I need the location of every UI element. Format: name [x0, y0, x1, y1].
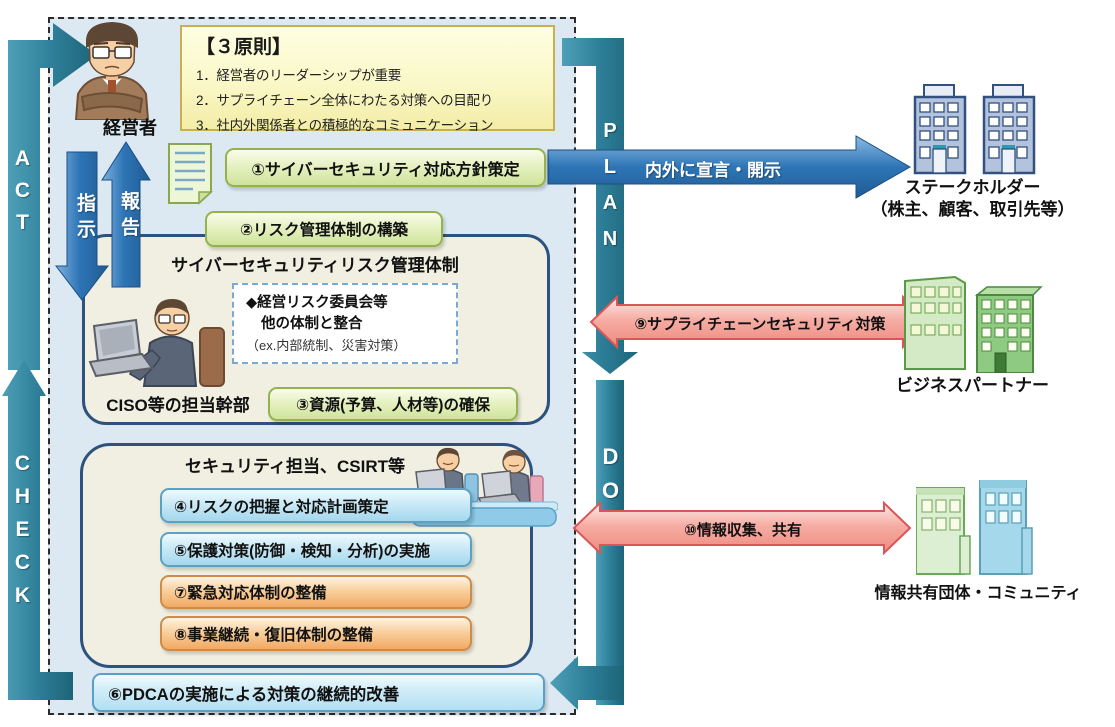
check-label: CHECK [11, 452, 34, 617]
partner-label: ビジネスパートナー [896, 376, 1049, 395]
csirt-title: セキュリティ担当、CSIRT等 [185, 457, 405, 476]
step4-box: ④リスクの把握と対応計画策定 [160, 488, 472, 523]
step8-label: ⑧事業継続・復旧体制の整備 [174, 626, 374, 644]
step6-box: ⑥PDCAの実施による対策の継続的改善 [92, 673, 545, 712]
step7-box: ⑦緊急対応体制の整備 [160, 575, 472, 609]
ciso-figure [88, 298, 225, 387]
do-label: DO [598, 444, 623, 512]
risk-mgmt-title: サイバーセキュリティリスク管理体制 [171, 256, 459, 275]
three-principles-box: 【３原則】 1．経営者のリーダーシップが重要 2．サプライチェーン全体にわたる対… [180, 25, 555, 133]
stakeholder-label: ステークホルダー （株主、顧客、取引先等） [860, 177, 1085, 221]
act-label: ACT [11, 147, 34, 243]
executive-label: 経営者 [103, 118, 157, 138]
step4-label: ④リスクの把握と対応計画策定 [174, 498, 389, 516]
principle-item-2: 2．サプライチェーン全体にわたる対策への目配り [196, 93, 493, 108]
partner-buildings-icon [904, 275, 1043, 373]
community-label: 情報共有団体・コミュニティ [874, 585, 1082, 602]
instruct-label: 指示 [74, 193, 95, 245]
stakeholder-label-line1: ステークホルダー [904, 178, 1041, 197]
step6-label: ⑥PDCAの実施による対策の継続的改善 [108, 685, 400, 704]
principle-item-1: 1．経営者のリーダーシップが重要 [196, 68, 401, 83]
step1-label: ①サイバーセキュリティ対応方針策定 [251, 161, 520, 179]
committee-line2: 他の体制と整合 [261, 316, 363, 332]
info-share-label: ⑩情報収集、共有 [684, 522, 802, 539]
step5-label: ⑤保護対策(防御・検知・分析)の実施 [174, 542, 430, 560]
do-bar [596, 380, 624, 705]
stakeholder-buildings-icon [913, 84, 1036, 175]
ciso-label: CISO等の担当幹部 [106, 396, 250, 415]
supply-chain-label: ⑨サプライチェーンセキュリティ対策 [634, 316, 886, 333]
step8-box: ⑧事業継続・復旧体制の整備 [160, 616, 472, 651]
policy-document-icon [168, 143, 213, 205]
executive-figure [74, 22, 150, 120]
step3-label: ③資源(予算、人材等)の確保 [296, 397, 490, 414]
committee-line3: （ex.内部統制、災害対策） [246, 338, 407, 353]
principles-title: 【３原則】 [196, 37, 292, 58]
step2-label: ②リスク管理体制の構築 [239, 222, 409, 239]
step3-box: ③資源(予算、人材等)の確保 [268, 387, 518, 421]
step2-box: ②リスク管理体制の構築 [205, 211, 443, 247]
principle-item-3: 3．社内外関係者との積極的なコミュニケーション [196, 118, 494, 133]
stakeholder-label-line2: （株主、顧客、取引先等） [870, 200, 1075, 220]
committee-box: ◆経営リスク委員会等 他の体制と整合 （ex.内部統制、災害対策） [232, 283, 458, 364]
step5-box: ⑤保護対策(防御・検知・分析)の実施 [160, 532, 472, 567]
declare-label: 内外に宣言・開示 [645, 161, 781, 180]
committee-line1: ◆経営リスク委員会等 [246, 295, 388, 311]
step1-box: ①サイバーセキュリティ対応方針策定 [225, 148, 546, 187]
step7-label: ⑦緊急対応体制の整備 [174, 585, 327, 602]
plan-label: PLAN [599, 120, 621, 264]
report-label: 報告 [118, 191, 139, 243]
community-buildings-icon [916, 480, 1033, 575]
